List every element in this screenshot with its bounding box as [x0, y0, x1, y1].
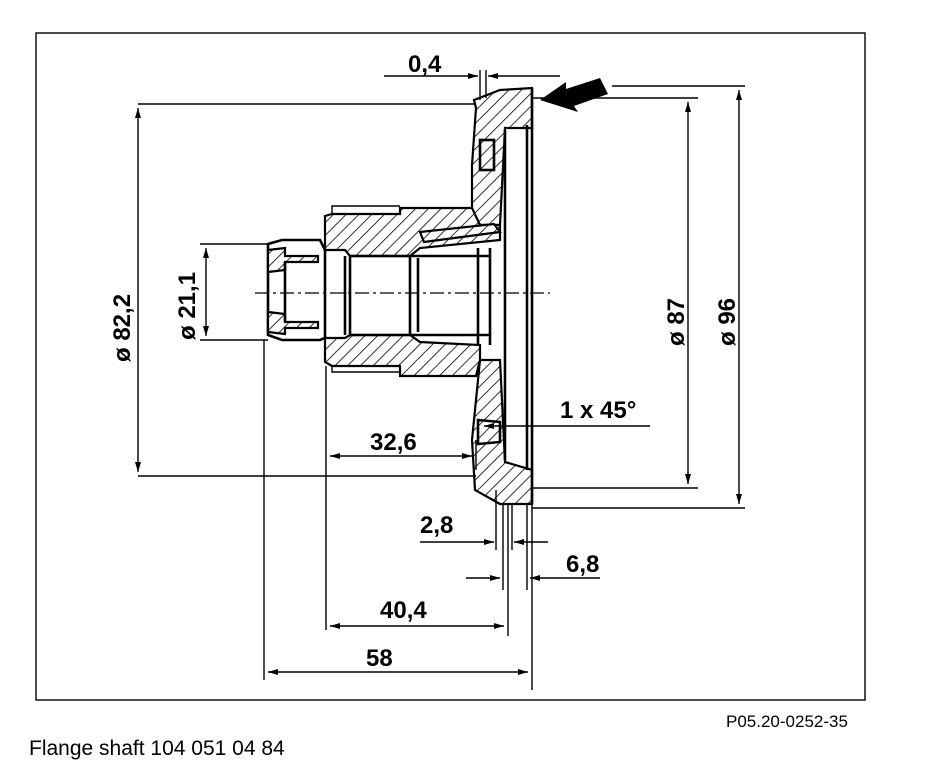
dim-dia-21-1: ø 21,1 — [174, 272, 201, 340]
drawing-frame — [35, 32, 866, 701]
dim-dia-96: ø 96 — [714, 298, 741, 346]
dim-dia-87: ø 87 — [663, 298, 690, 346]
dim-len-40-4: 40,4 — [380, 597, 427, 624]
figure-caption: Flange shaft 104 051 04 84 — [29, 737, 285, 760]
dimension-lines — [135, 70, 745, 690]
dim-dia-82-2: ø 82,2 — [109, 294, 136, 362]
dim-len-32-6: 32,6 — [370, 429, 417, 456]
pointer-arrow-icon — [540, 78, 608, 112]
dim-len-6-8: 6,8 — [566, 551, 599, 578]
dim-len-58: 58 — [366, 645, 393, 672]
dim-gap-top: 0,4 — [408, 51, 442, 78]
flange-shaft-part — [266, 86, 534, 506]
reference-code: P05.20-0252-35 — [726, 712, 848, 731]
dim-chamfer: 1 x 45° — [560, 397, 636, 424]
dim-len-2-8: 2,8 — [420, 512, 453, 539]
